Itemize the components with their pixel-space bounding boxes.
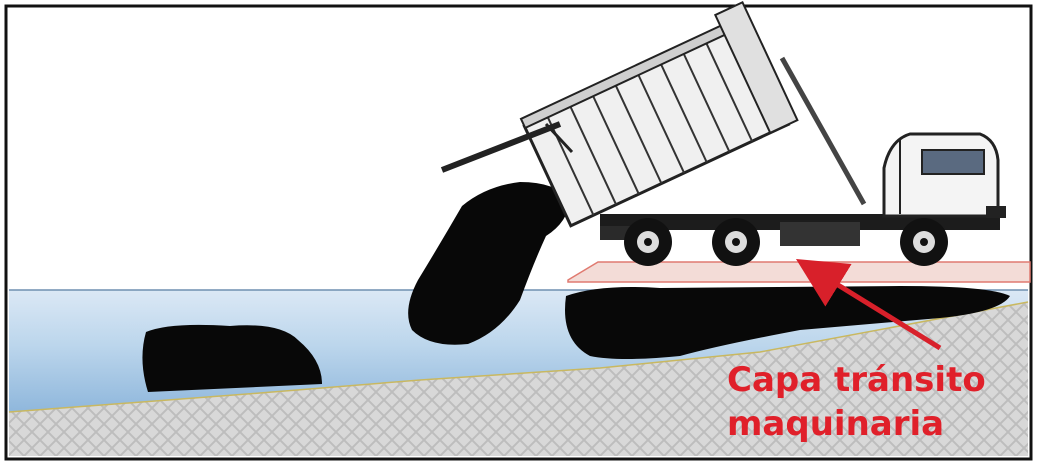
annotation-label-line-2: maquinaria — [727, 402, 944, 446]
working-layer — [568, 262, 1030, 282]
truck-wheel — [712, 218, 760, 266]
truck-wheel — [624, 218, 672, 266]
truck-wheel — [900, 218, 948, 266]
annotation-label-line-1: Capa tránsito — [727, 358, 986, 402]
